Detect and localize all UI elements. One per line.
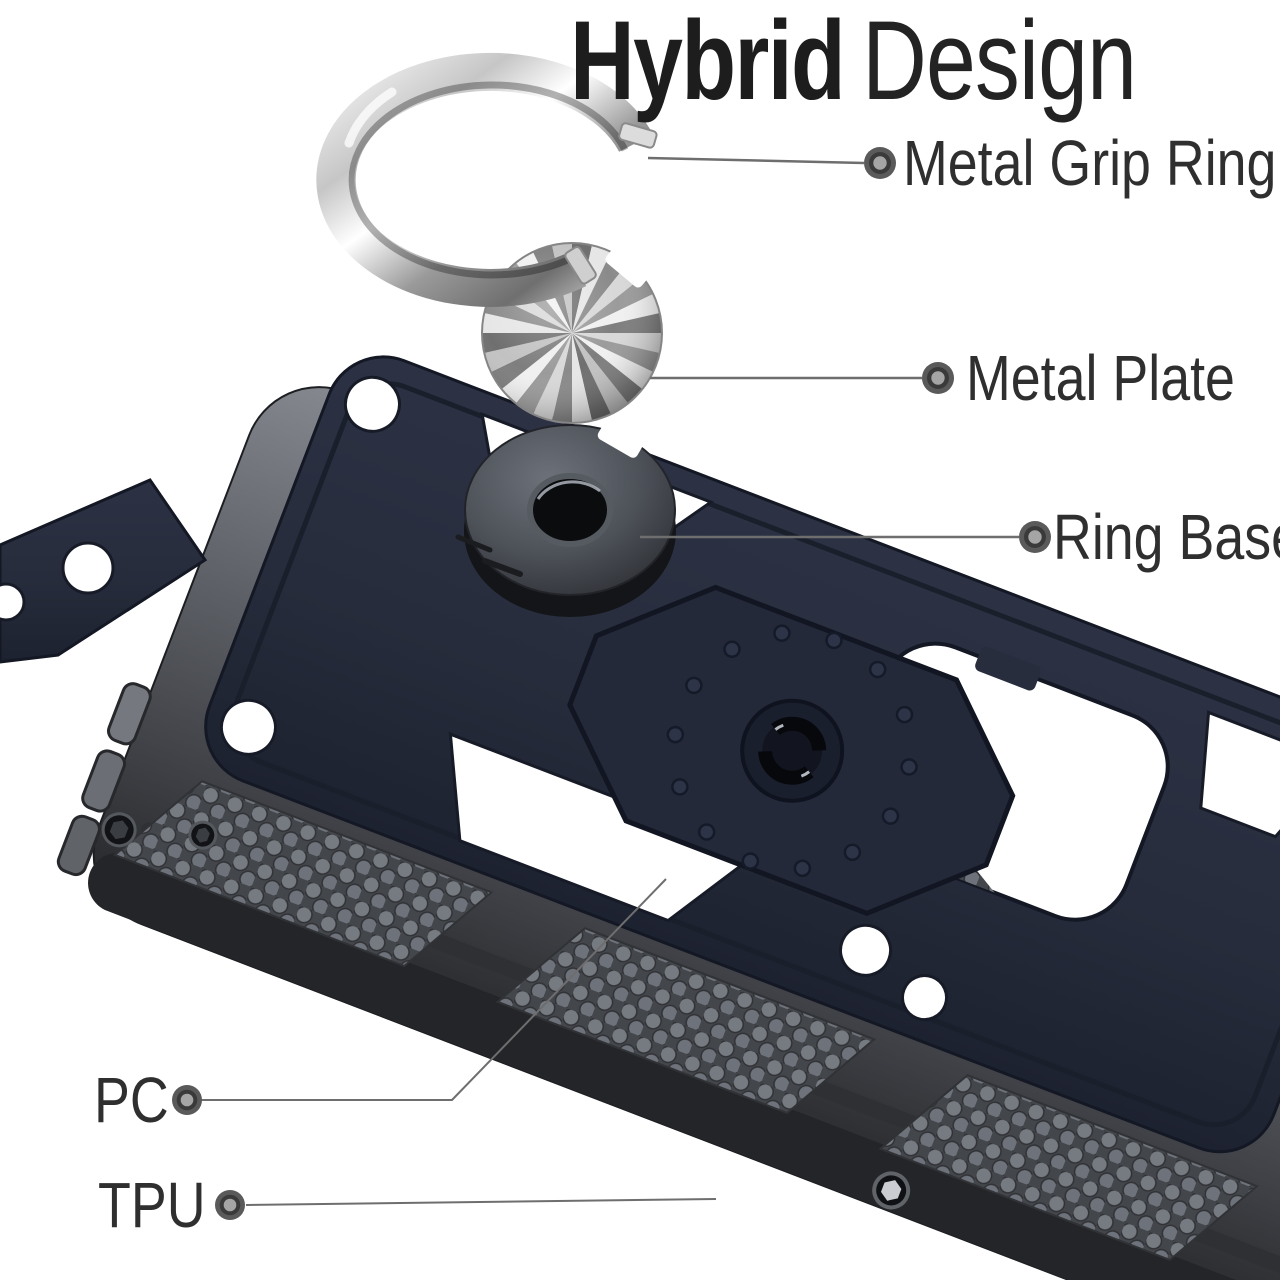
- side-buttons: [56, 682, 152, 877]
- metal-grip-ring-part: [316, 52, 658, 307]
- leader-line-metal-grip-ring: [647, 156, 865, 165]
- callout-dot-icon-pc: [172, 1085, 202, 1115]
- pc-left-corner-fragment: [0, 478, 208, 664]
- callout-label-ring-base: Ring Base: [1053, 501, 1280, 573]
- callout-dots: [172, 147, 1051, 1220]
- leader-line-pc: [201, 878, 667, 1101]
- corner-screw: [101, 812, 137, 848]
- callout-dot-icon-tpu: [215, 1190, 245, 1220]
- corner-screw: [872, 1171, 911, 1210]
- tpu-texture-strip: [878, 1073, 1259, 1262]
- callout-label-metal-plate: Metal Plate: [966, 342, 1235, 414]
- corner-screw: [188, 820, 218, 850]
- tpu-texture-strip: [495, 927, 877, 1115]
- ring-mount-octagon: [567, 584, 1016, 916]
- leader-line-tpu: [245, 1198, 717, 1206]
- kickstand-clip: [758, 716, 827, 785]
- pc-corner-hole: [219, 698, 277, 756]
- title-light: Design: [862, 0, 1137, 123]
- callout-label-tpu: TPU: [98, 1169, 206, 1241]
- title-bold: Hybrid: [570, 0, 846, 123]
- ring-base-part: [455, 415, 676, 617]
- stud-ring: [666, 624, 918, 878]
- callout-dot-icon-metal-grip-ring: [864, 147, 896, 179]
- callout-label-metal-grip-ring: Metal Grip Ring: [903, 127, 1277, 199]
- pc-corner-hole: [343, 375, 401, 433]
- pc-corner-hole: [901, 974, 949, 1022]
- pc-cutout: [1199, 710, 1280, 839]
- callout-dot-icon-ring-base: [1019, 521, 1051, 553]
- callout-label-pc: PC: [94, 1064, 169, 1136]
- callout-dot-icon-metal-plate: [922, 362, 954, 394]
- pc-corner-hole: [839, 923, 893, 977]
